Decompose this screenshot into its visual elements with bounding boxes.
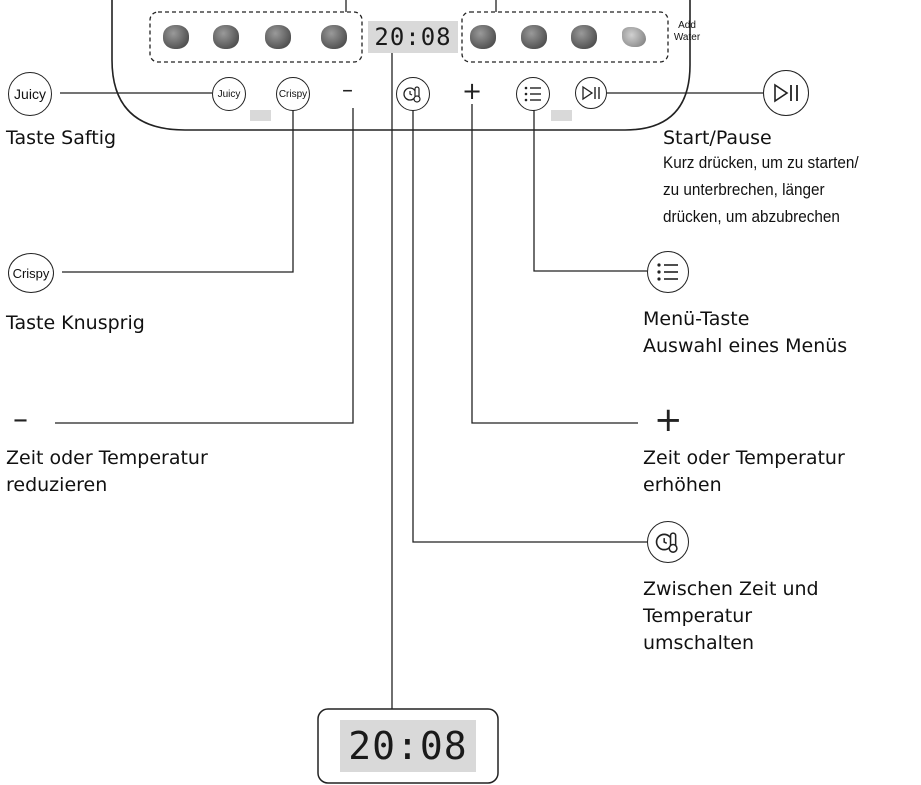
juicy-button[interactable]: Juicy (212, 77, 246, 111)
meat-icon (571, 25, 597, 49)
add-water-label: Add Water (673, 20, 701, 43)
minus-callout-symbol: – (13, 402, 28, 437)
vegetables-icon (213, 25, 239, 49)
food-group-left-frame (149, 11, 363, 63)
start-pause-callout-desc-3: drücken, um abzubrechen (663, 207, 840, 226)
menu-callout-label-1: Menü-Taste (643, 308, 750, 330)
menu-list-icon (524, 86, 541, 102)
timer-temp-callout-button (647, 521, 689, 563)
panel-time-display: 20:08 (368, 21, 458, 53)
toggle-callout-label-3: umschalten (643, 632, 755, 654)
crispy-callout-button: Crispy (8, 253, 54, 293)
timer-temp-toggle-button[interactable] (396, 77, 430, 111)
menu-callout-button (647, 251, 689, 293)
panel-time-value: 20:08 (374, 23, 452, 51)
start-pause-callout-title: Start/Pause (663, 127, 772, 149)
toggle-callout-label-1: Zwischen Zeit und (643, 578, 819, 600)
menu-list-icon (657, 263, 678, 281)
crispy-callout-label: Taste Knusprig (6, 312, 145, 334)
drumstick-icon (622, 27, 646, 47)
crispy-button[interactable]: Crispy (276, 77, 310, 111)
timer-thermometer-icon (403, 86, 421, 103)
minus-callout-label-2: reduzieren (6, 474, 108, 496)
start-pause-button[interactable] (575, 77, 607, 109)
plus-callout-symbol: + (654, 400, 683, 440)
plus-button[interactable]: + (462, 77, 483, 105)
menu-button[interactable] (516, 77, 550, 111)
panel-outline (111, 0, 691, 131)
play-pause-icon (582, 85, 600, 101)
whole-chicken-icon (521, 25, 547, 49)
juicy-callout-label: Taste Saftig (6, 127, 117, 149)
minus-callout-label-1: Zeit oder Temperatur (6, 447, 208, 469)
start-pause-callout-desc-2: zu unterbrechen, länger (663, 180, 825, 199)
play-pause-icon (774, 83, 798, 103)
juicy-indicator (250, 110, 271, 121)
start-pause-callout-desc-1: Kurz drücken, um zu starten/ (663, 153, 859, 172)
minus-button[interactable]: – (342, 78, 353, 103)
display-callout-screen: 20:08 (340, 720, 476, 772)
plus-callout-label-1: Zeit oder Temperatur (643, 447, 845, 469)
display-callout-time: 20:08 (348, 724, 468, 768)
food-group-right-frame (461, 11, 669, 63)
toggle-callout-label-2: Temperatur (643, 605, 753, 627)
menu-callout-label-2: Auswahl eines Menüs (643, 335, 848, 357)
chicken-wings-icon (163, 25, 189, 49)
juicy-callout-button: Juicy (8, 72, 52, 116)
timer-thermometer-icon (655, 532, 678, 553)
menu-indicator (551, 110, 572, 121)
broccoli-icon (470, 25, 496, 49)
steak-icon (265, 25, 291, 49)
shrimp-icon (321, 25, 347, 49)
start-pause-callout-button (763, 70, 809, 116)
plus-callout-label-2: erhöhen (643, 474, 722, 496)
